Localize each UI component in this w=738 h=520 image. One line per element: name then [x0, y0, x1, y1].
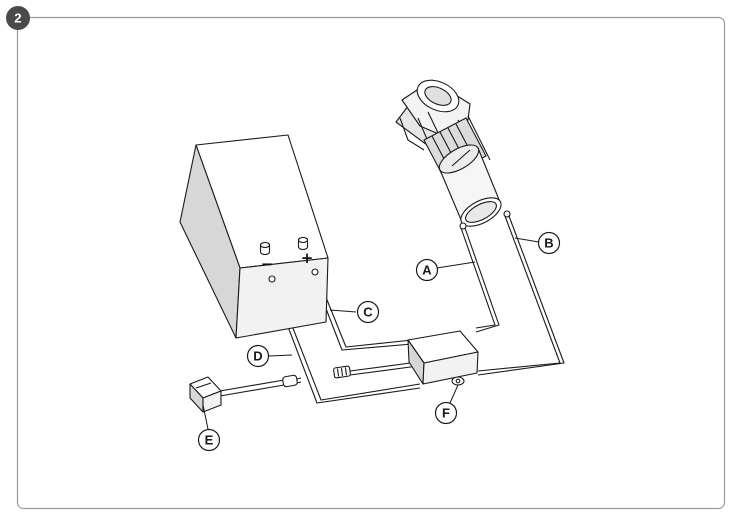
wire-b — [477, 215, 565, 376]
callout-e: E — [197, 428, 221, 452]
callout-b: B — [537, 231, 561, 255]
winch-icon — [395, 79, 511, 230]
control-box-icon — [407, 330, 479, 386]
positive-symbol: + — [301, 249, 314, 267]
callout-a: A — [415, 258, 439, 282]
callout-d-label: D — [253, 349, 262, 364]
callout-leaders — [202, 237, 540, 430]
battery-negative-terminal — [259, 241, 271, 256]
callout-f: F — [434, 401, 458, 425]
wire-e — [219, 379, 285, 397]
negative-symbol: − — [261, 255, 274, 273]
wire-plug — [349, 361, 419, 376]
step-number: 2 — [14, 11, 21, 26]
callout-c-label: C — [363, 305, 373, 320]
step-badge: 2 — [6, 6, 30, 30]
callout-d: D — [246, 344, 270, 368]
callout-b-label: B — [544, 236, 553, 251]
battery-icon — [179, 134, 329, 339]
plug-connector-icon — [333, 365, 351, 379]
switch-icon — [189, 374, 302, 413]
callout-c: C — [356, 300, 380, 324]
callout-e-label: E — [205, 433, 214, 448]
wires — [219, 215, 565, 404]
wire-a — [460, 227, 500, 333]
callout-f-label: F — [442, 406, 450, 421]
battery-positive-terminal — [297, 236, 309, 251]
callout-a-label: A — [422, 263, 432, 278]
diagram-border — [16, 16, 726, 510]
